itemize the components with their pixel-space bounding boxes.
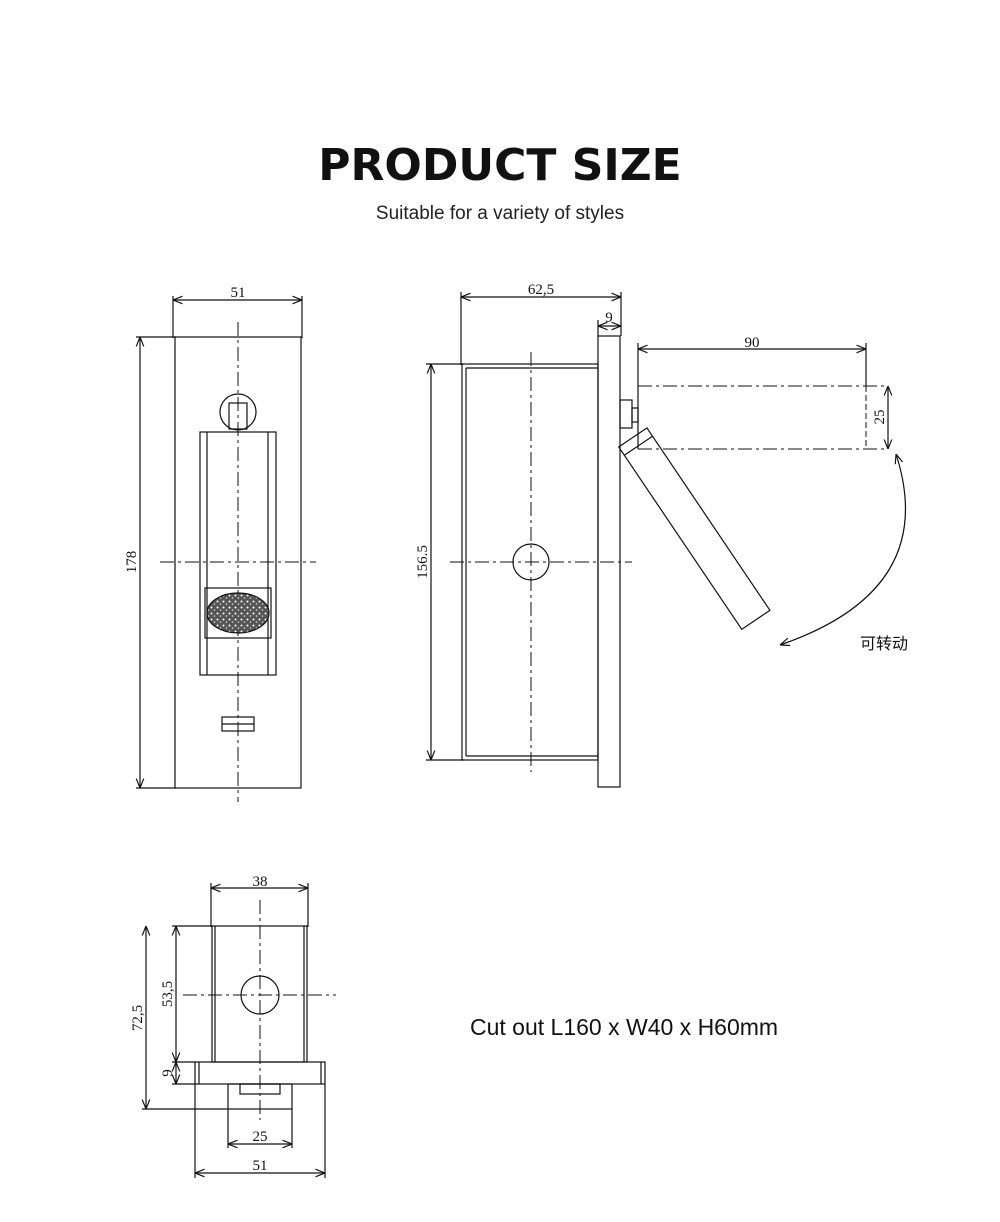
- bottom-lower-knob-nub: [239, 1083, 281, 1095]
- side-joint-nub: [631, 407, 639, 423]
- bottom-knob-width-label: 25: [253, 1129, 268, 1145]
- front-knob: [219, 393, 257, 431]
- side-height-label: 156.5: [415, 545, 431, 579]
- rotate-note: 可转动: [860, 634, 908, 653]
- front-knob-inner: [228, 402, 248, 430]
- bottom-width-label: 38: [253, 874, 268, 890]
- side-depth-label: 62,5: [528, 282, 554, 298]
- page-subtitle: Suitable for a variety of styles: [375, 203, 625, 224]
- bottom-view: [142, 883, 336, 1178]
- bottom-knob: [240, 975, 280, 1015]
- side-arm-length-label: 90: [745, 335, 760, 351]
- bottom-plate-width-label: 51: [253, 1158, 268, 1174]
- front-width-label: 51: [231, 285, 246, 301]
- front-view: [136, 296, 316, 802]
- bottom-total-height-label: 72,5: [130, 1005, 146, 1031]
- side-knob: [512, 543, 550, 581]
- side-arm-diameter-label: 25: [872, 410, 888, 425]
- front-height-label: 178: [124, 551, 140, 574]
- front-plate: [174, 336, 302, 789]
- side-arm-rotated: [617, 427, 771, 631]
- side-plate-label: 9: [605, 310, 613, 326]
- front-lamp-body: [199, 431, 277, 676]
- side-view: [426, 292, 907, 788]
- cutout-note: Cut out L160 x W40 x H60mm: [470, 1014, 779, 1040]
- front-lens-housing: [204, 587, 272, 639]
- rotation-arrow: [780, 454, 907, 645]
- bottom-body-height-label: 53,5: [160, 981, 176, 1007]
- bottom-plate-label: 9: [160, 1069, 176, 1077]
- front-lens: [206, 592, 270, 634]
- page-title: PRODUCT SIZE: [318, 140, 682, 191]
- side-joint: [619, 399, 633, 429]
